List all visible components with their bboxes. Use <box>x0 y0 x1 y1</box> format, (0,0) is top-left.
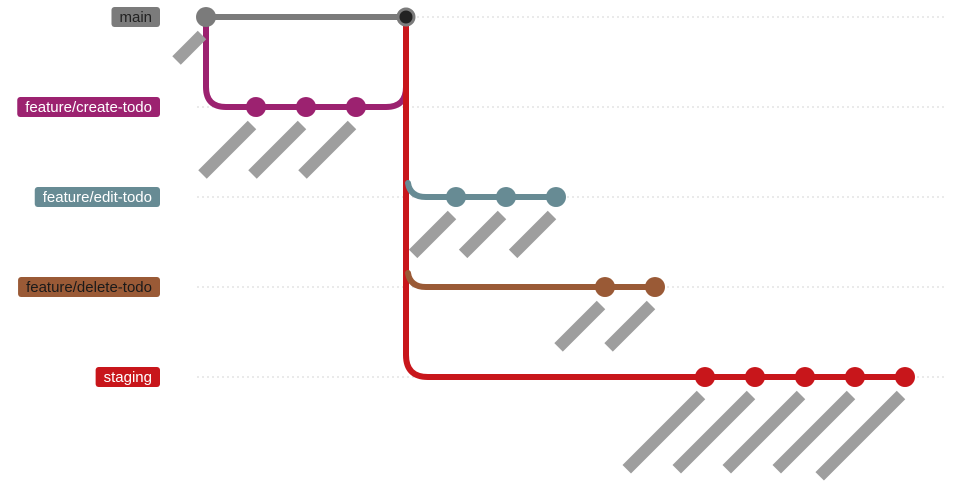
branch-name: feature/create-todo <box>25 99 152 116</box>
branch-name: feature/delete-todo <box>26 279 152 296</box>
branch-edges <box>203 14 908 380</box>
commit-node[interactable] <box>246 97 266 117</box>
branch-name: staging <box>104 369 152 386</box>
commit-node[interactable] <box>196 7 216 27</box>
commit-label <box>772 390 856 474</box>
commit-node[interactable] <box>695 367 715 387</box>
commit-label <box>672 390 756 474</box>
commit-label <box>198 120 257 179</box>
commit-label <box>622 390 706 474</box>
commit-label <box>408 210 457 259</box>
edge-staging <box>403 14 908 380</box>
commit-label <box>298 120 357 179</box>
commit-label <box>604 300 656 352</box>
commit-labels <box>172 30 906 481</box>
branch-labels: main feature/create-todo feature/edit-todo… <box>17 7 160 387</box>
commit-node[interactable] <box>845 367 865 387</box>
commit-node[interactable] <box>795 367 815 387</box>
branch-tag-bg <box>18 277 160 297</box>
commit-label <box>554 300 606 352</box>
edge-create-todo <box>203 14 409 110</box>
commit-node[interactable] <box>346 97 366 117</box>
branch-name: feature/edit-todo <box>43 189 152 206</box>
branch-gridlines <box>197 16 945 378</box>
commit-node[interactable] <box>595 277 615 297</box>
commit-node[interactable] <box>745 367 765 387</box>
branch-tag-feature-edit-todo[interactable]: feature/edit-todo <box>34 187 160 207</box>
commit-node[interactable] <box>496 187 516 207</box>
commit-label <box>172 30 207 65</box>
commit-node[interactable] <box>296 97 316 117</box>
branch-tag-feature-delete-todo[interactable]: feature/delete-todo <box>18 277 160 297</box>
commit-nodes <box>196 7 915 387</box>
commit-label <box>248 120 307 179</box>
branch-tag-bg <box>111 7 160 27</box>
branch-tag-bg <box>95 367 160 387</box>
commit-node[interactable] <box>895 367 915 387</box>
commit-label <box>815 390 906 481</box>
edge-edit-todo <box>405 180 559 200</box>
commit-node[interactable] <box>446 187 466 207</box>
commit-label <box>508 210 557 259</box>
branch-name: main <box>119 9 152 26</box>
merge-commit-node[interactable] <box>396 7 416 27</box>
commit-node[interactable] <box>645 277 665 297</box>
branch-tag-main[interactable]: main <box>111 7 160 27</box>
commit-label <box>458 210 507 259</box>
branch-tag-bg <box>17 97 160 117</box>
branch-tag-feature-create-todo[interactable]: feature/create-todo <box>17 97 160 117</box>
branch-tag-bg <box>34 187 160 207</box>
commit-label <box>722 390 806 474</box>
branch-tag-staging[interactable]: staging <box>95 367 160 387</box>
edge-delete-todo <box>405 270 658 290</box>
commit-node[interactable] <box>546 187 566 207</box>
